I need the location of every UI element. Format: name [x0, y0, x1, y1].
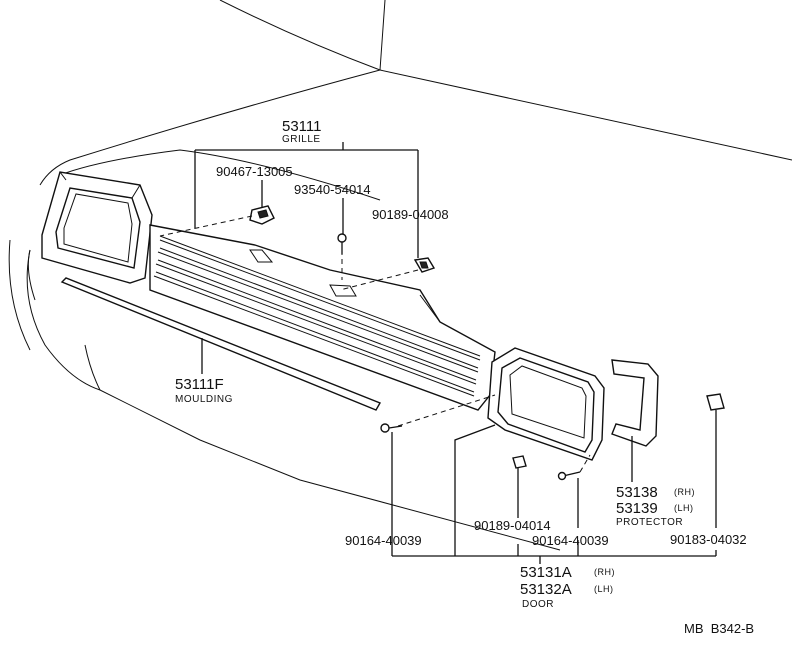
nut-90183-label: 90183-04032: [670, 532, 747, 547]
door-rh-tag: (RH): [594, 567, 615, 577]
grille-number-label: 53111: [282, 118, 322, 135]
door-lh-tag: (LH): [594, 584, 614, 594]
clip-90467-part: [249, 205, 275, 225]
moulding-name-label: MOULDING: [175, 394, 233, 405]
door-rh-number-label: 53131A: [520, 564, 572, 581]
protector-part: [611, 359, 659, 447]
screw-90164-right-part: [557, 471, 581, 481]
screw-90164-right-label: 90164-40039: [532, 533, 609, 548]
screw-93540-label: 93540-54014: [294, 182, 371, 197]
grille-part: [149, 224, 496, 411]
clip-90467-label: 90467-13005: [216, 164, 293, 179]
nut-90189-top-label: 90189-04008: [372, 207, 449, 222]
screw-90164-left-part: [380, 423, 403, 433]
nut-90189-top-part: [413, 257, 436, 273]
nut-90189-bottom-label: 90189-04014: [474, 518, 551, 533]
left-headlamp-door: [41, 171, 153, 284]
door-name-label: DOOR: [522, 599, 554, 610]
nut-90189-bottom-part: [512, 455, 527, 469]
protector-lh-tag: (LH): [674, 503, 694, 513]
right-headlamp-door: [487, 347, 605, 461]
nut-90183-part: [706, 393, 725, 411]
screw-90164-left-label: 90164-40039: [345, 533, 422, 548]
protector-rh-number-label: 53138: [616, 484, 658, 501]
car-body-outline: [8, 0, 792, 551]
grille-name-label: GRILLE: [282, 134, 321, 145]
protector-rh-tag: (RH): [674, 487, 695, 497]
moulding-part: [60, 277, 382, 411]
leader-lines: [194, 142, 717, 564]
assembly-dashed-lines: [159, 215, 591, 473]
diagram-code-label: MB B342-B: [684, 621, 754, 636]
protector-lh-number-label: 53139: [616, 500, 658, 517]
moulding-number-label: 53111F: [175, 376, 224, 393]
protector-name-label: PROTECTOR: [616, 517, 683, 528]
door-lh-number-label: 53132A: [520, 581, 572, 598]
